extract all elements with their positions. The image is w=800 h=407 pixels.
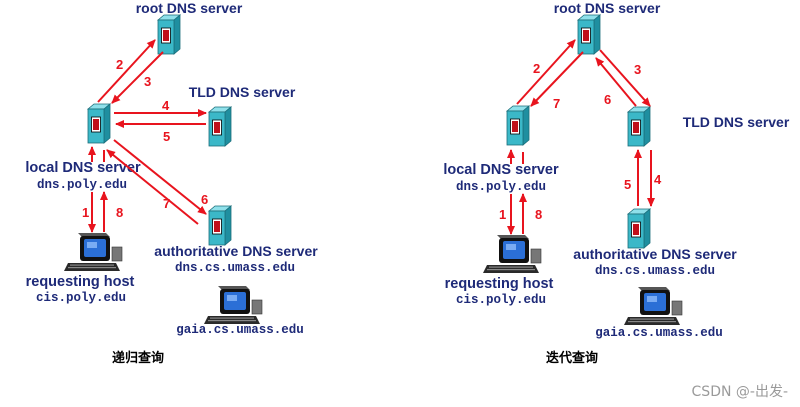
step-4: 4 — [654, 172, 662, 187]
step-6: 6 — [201, 192, 208, 207]
caption-recursive: 递归查询 — [112, 350, 164, 366]
requesting-host-label: requesting host — [26, 274, 135, 290]
step-2: 2 — [533, 61, 540, 76]
authoritative-dns-host: dns.cs.umass.edu — [595, 264, 715, 278]
arrow-2 — [97, 39, 156, 103]
step-4: 4 — [162, 98, 170, 113]
step-1: 1 — [82, 205, 89, 220]
authoritative-dns-label: authoritative DNS server — [573, 246, 737, 262]
step-2: 2 — [116, 57, 123, 72]
local-dns-label: local DNS server — [443, 162, 559, 178]
local-dns-host: dns.poly.edu — [456, 180, 546, 194]
arrow-6 — [113, 139, 207, 215]
requesting-host-icon — [482, 234, 542, 274]
tld-dns-server-icon — [208, 106, 232, 147]
arrow-7 — [530, 51, 584, 107]
tld-dns-label: TLD DNS server — [189, 84, 296, 100]
arrow-6 — [595, 57, 637, 107]
step-7: 7 — [163, 196, 170, 211]
requesting-host-icon — [63, 232, 123, 272]
root-dns-server-icon — [157, 14, 181, 55]
authoritative-dns-host: dns.cs.umass.edu — [175, 261, 295, 275]
step-5: 5 — [624, 177, 631, 192]
gaia-host-name: gaia.cs.umass.edu — [176, 323, 304, 337]
local-dns-server-icon — [506, 105, 530, 146]
requesting-host-name: cis.poly.edu — [36, 291, 126, 305]
step-8: 8 — [535, 207, 542, 222]
root-dns-server-icon — [577, 14, 601, 55]
authoritative-dns-label: authoritative DNS server — [154, 243, 318, 259]
arrow-3 — [111, 51, 164, 104]
step-3: 3 — [634, 62, 641, 77]
step-5: 5 — [163, 129, 170, 144]
gaia-host-name: gaia.cs.umass.edu — [595, 326, 723, 340]
authoritative-dns-server-icon — [208, 205, 232, 246]
step-7: 7 — [553, 96, 560, 111]
local-dns-host: dns.poly.edu — [37, 178, 127, 192]
arrow-2 — [516, 39, 576, 105]
watermark: CSDN @-出发- — [692, 384, 788, 400]
gaia-host-icon — [203, 285, 263, 325]
step-6: 6 — [604, 92, 611, 107]
local-dns-server-icon — [87, 103, 111, 144]
gaia-host-icon — [623, 286, 683, 326]
requesting-host-name: cis.poly.edu — [456, 293, 546, 307]
root-dns-label: root DNS server — [554, 0, 661, 16]
caption-iterative: 迭代查询 — [546, 350, 598, 366]
recursive-diagram: root DNS server TLD DNS server local DNS… — [25, 0, 318, 366]
authoritative-dns-server-icon — [627, 208, 651, 249]
tld-dns-label: TLD DNS server — [683, 114, 790, 130]
root-dns-label: root DNS server — [136, 0, 243, 16]
iterative-diagram: root DNS server TLD DNS server local DNS… — [443, 0, 789, 366]
arrow-7 — [106, 149, 199, 225]
local-dns-label: local DNS server — [25, 160, 141, 176]
step-3: 3 — [144, 74, 151, 89]
step-1: 1 — [499, 207, 506, 222]
arrow-3 — [599, 49, 651, 107]
step-8: 8 — [116, 205, 123, 220]
requesting-host-label: requesting host — [445, 276, 554, 292]
tld-dns-server-icon — [627, 106, 651, 147]
